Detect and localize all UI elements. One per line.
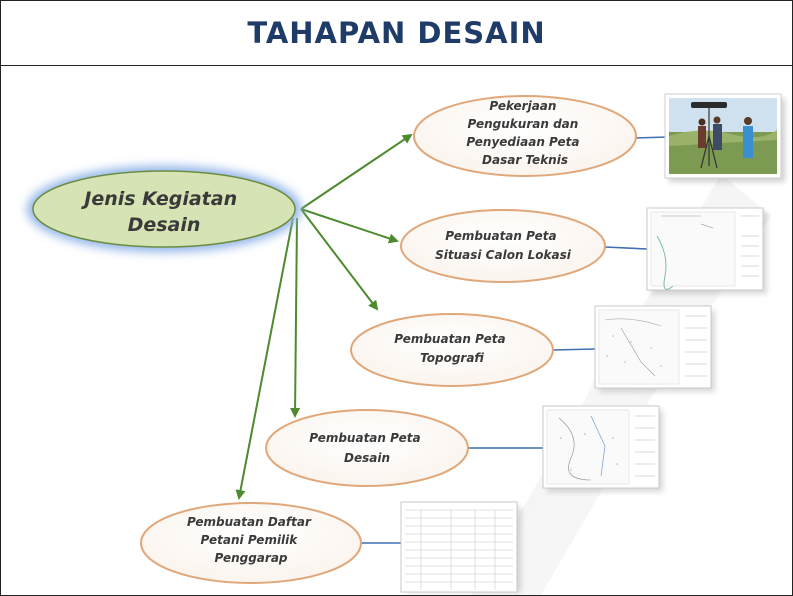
root-label-line-2: Desain [128, 214, 201, 236]
step-node-3: Pembuatan Peta Topografi [350, 313, 554, 387]
arrow-to-step-5 [235, 217, 294, 500]
arrow-to-step-1 [300, 133, 413, 210]
step-2-line-2: Situasi Calon Lokasi [435, 248, 572, 262]
step-3-line-2: Topografi [420, 351, 484, 365]
field-survey-photo [664, 93, 785, 182]
svg-text:Pembuatan Peta Topogra: Pembuatan Peta Topografi [394, 332, 510, 365]
svg-text:Pembuatan Peta Desain: Pembuatan Peta Desain [309, 431, 425, 465]
header: TAHAPAN DESAIN [1, 1, 792, 66]
step-1-line-4: Dasar Teknis [482, 153, 568, 167]
arrow-to-step-3 [300, 208, 379, 311]
step-node-1: Pekerjaan Pengukuran dan Penyediaan Peta… [413, 95, 637, 177]
root-node: Jenis Kegiatan Desain [27, 166, 301, 252]
arrows [235, 133, 413, 500]
step-3-line-1: Pembuatan Peta [394, 332, 505, 346]
step-5-line-1: Pembuatan Daftar [187, 515, 312, 529]
page-title: TAHAPAN DESAIN [247, 16, 546, 50]
topographic-map-thumbnail [594, 305, 715, 392]
svg-text:Pembuatan Daftar Petan: Pembuatan Daftar Petani Pemilik Penggara… [187, 515, 315, 565]
design-map-thumbnail [542, 405, 663, 492]
arrow-to-step-4 [290, 217, 301, 418]
step-node-4: Pembuatan Peta Desain [265, 409, 469, 487]
svg-text:Pembuatan Peta Situasi: Pembuatan Peta Situasi Calon Lokasi [435, 229, 572, 262]
step-4-line-1: Pembuatan Peta [309, 431, 420, 445]
step-1-line-2: Pengukuran dan [468, 117, 579, 131]
farmer-list-table-thumbnail [400, 501, 521, 593]
svg-text:Jenis Kegiatan Desain: Jenis Kegiatan Desain [80, 188, 243, 236]
root-label-line-1: Jenis Kegiatan [80, 188, 237, 210]
step-1-line-3: Penyediaan Peta [466, 135, 579, 149]
step-2-line-1: Pembuatan Peta [445, 229, 556, 243]
flow-diagram: Jenis Kegiatan Desain Pekerjaan Pengukur… [27, 93, 785, 595]
situation-map-thumbnail [646, 207, 767, 294]
connectors [361, 136, 668, 544]
arrow-to-step-2 [300, 208, 399, 244]
svg-text:Pekerjaan Pengukuran d: Pekerjaan Pengukuran dan Penyediaan Peta… [466, 99, 583, 167]
step-node-2: Pembuatan Peta Situasi Calon Lokasi [400, 209, 606, 283]
step-node-5: Pembuatan Daftar Petani Pemilik Penggara… [140, 502, 362, 584]
step-5-line-3: Penggarap [214, 551, 287, 565]
step-4-line-2: Desain [344, 451, 390, 465]
step-5-line-2: Petani Pemilik [201, 533, 299, 547]
step-1-line-1: Pekerjaan [489, 99, 556, 113]
